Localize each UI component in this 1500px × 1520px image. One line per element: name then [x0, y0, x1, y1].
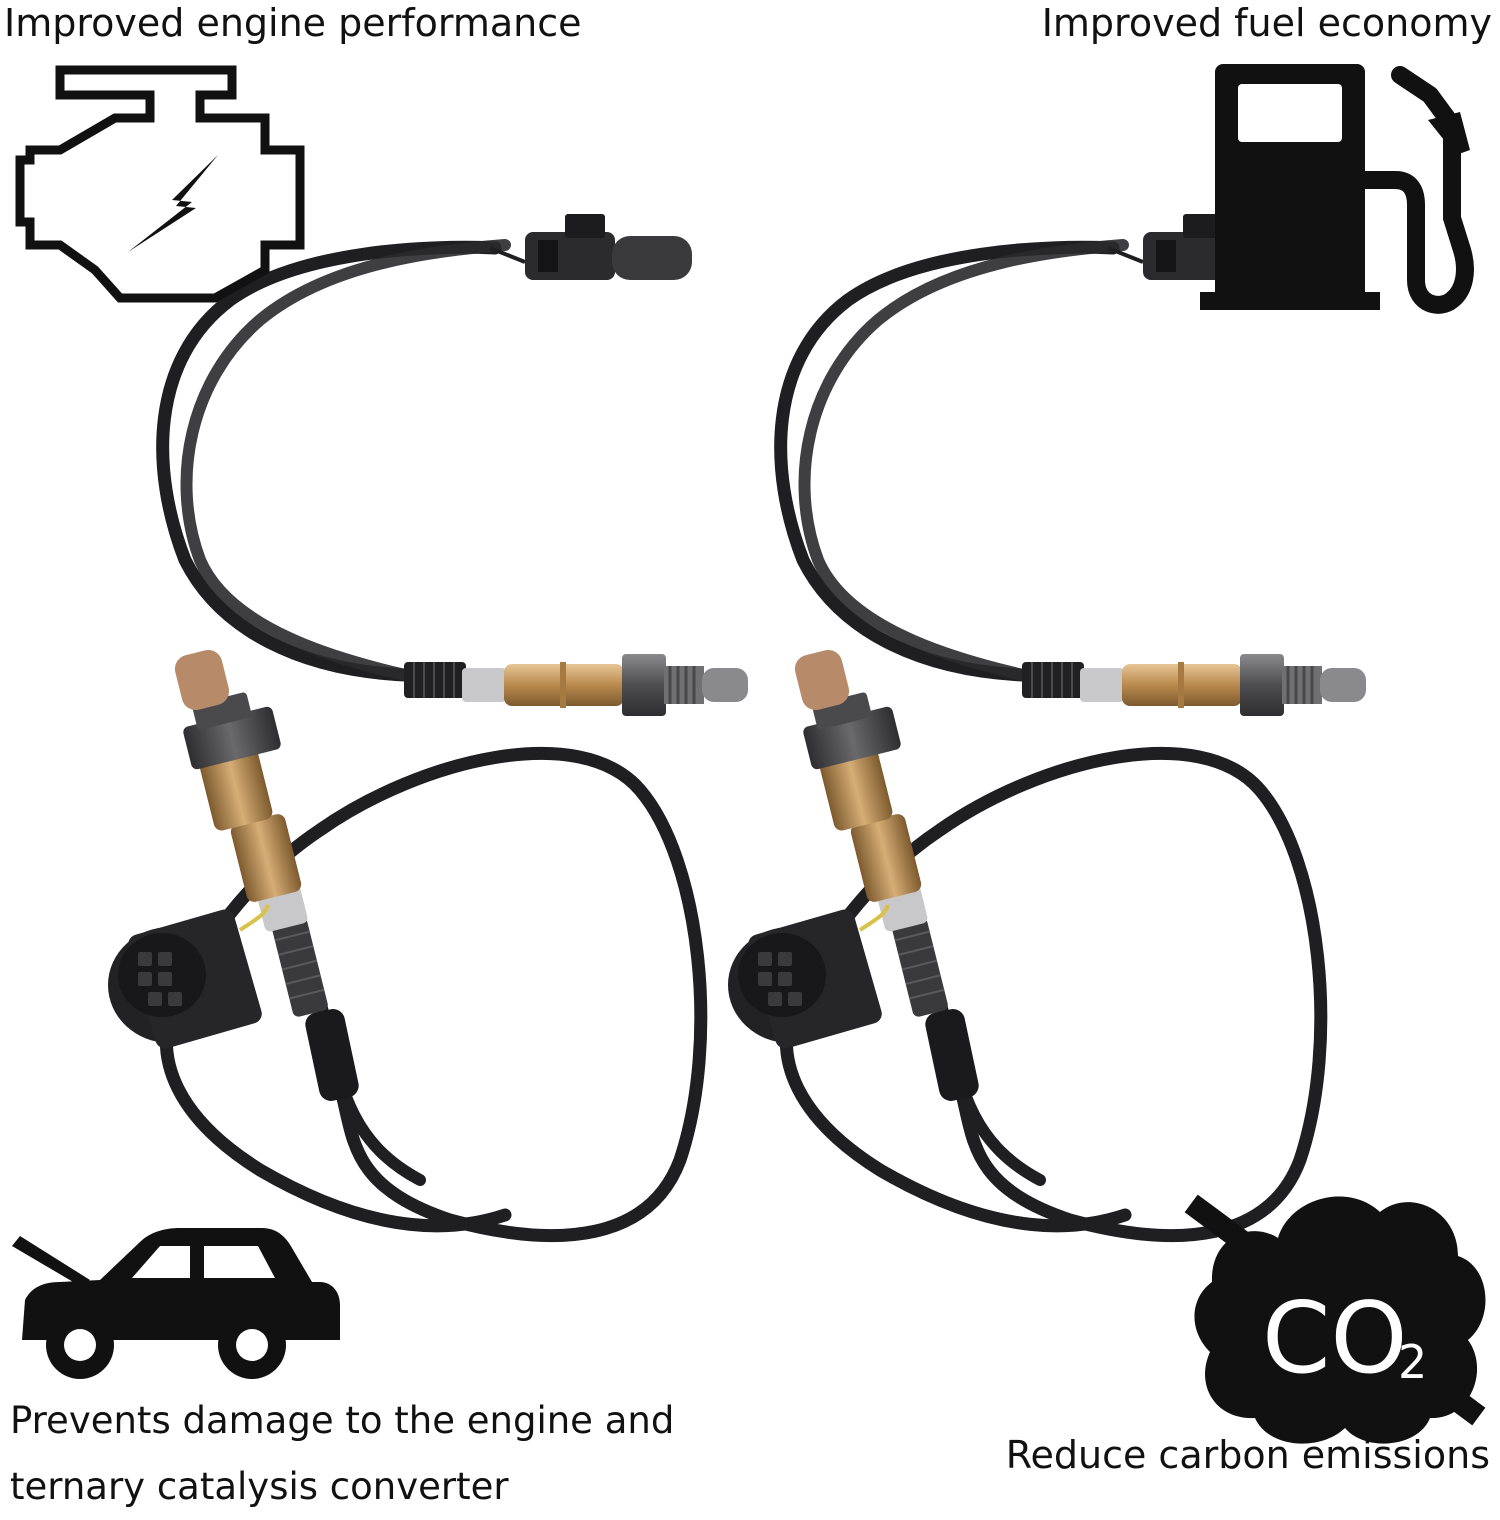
co2-main-text: CO	[1262, 1282, 1408, 1396]
sensor-pair-left	[108, 214, 748, 1236]
downstream-sensor-right	[728, 647, 1321, 1236]
sensor-pair-right	[728, 214, 1366, 1236]
upstream-sensor-left	[163, 214, 748, 716]
feature-caption-prevents-damage: Prevents damage to the engine and ternar…	[10, 1388, 674, 1520]
caption-line-1: Prevents damage to the engine and	[10, 1399, 675, 1442]
lightning-bolt-icon	[128, 155, 218, 252]
caption-line-2: ternary catalysis converter	[10, 1465, 509, 1508]
car-open-hood-icon	[12, 1228, 340, 1379]
co2-subscript-text: 2	[1398, 1335, 1427, 1389]
co2-cloud-icon: CO 2	[1184, 1194, 1486, 1444]
fuel-pump-icon	[1200, 64, 1474, 314]
downstream-sensor-left	[108, 647, 701, 1236]
feature-caption-fuel-economy: Improved fuel economy	[1041, 1, 1492, 45]
feature-caption-engine-performance: Improved engine performance	[4, 1, 582, 45]
engine-check-icon	[15, 65, 305, 303]
feature-caption-carbon-emissions: Reduce carbon emissions	[1005, 1433, 1490, 1477]
